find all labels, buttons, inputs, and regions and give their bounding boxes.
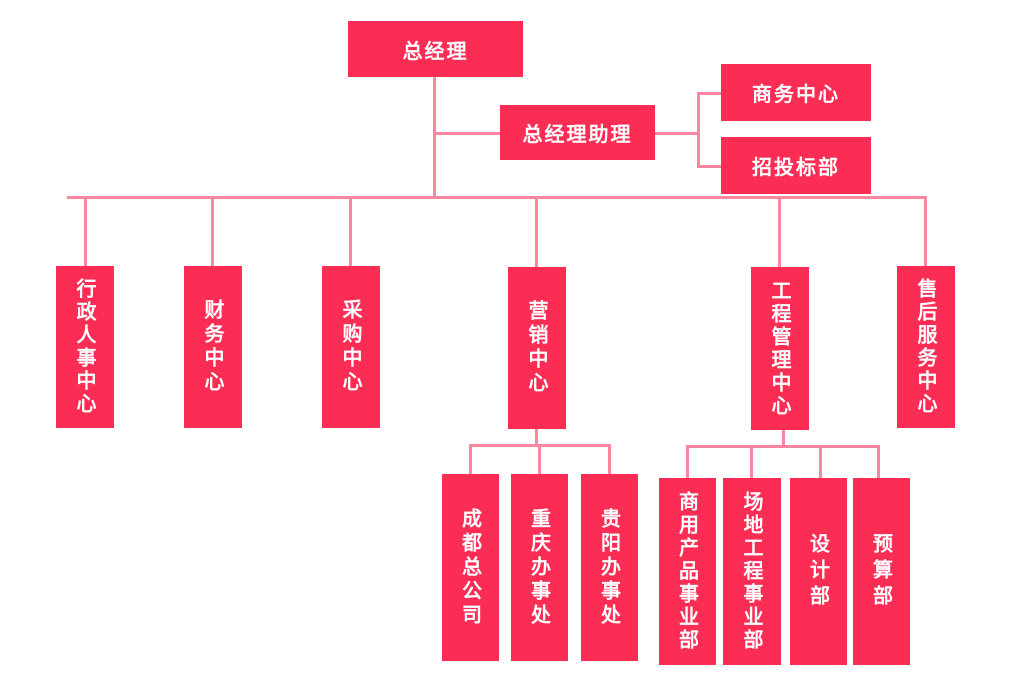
- node-guiyang-office[interactable]: 贵阳办事处: [581, 474, 638, 661]
- node-general-manager[interactable]: 总经理: [348, 21, 523, 77]
- node-business-center-label: 商务中心: [752, 82, 840, 106]
- connector-drop-design: [819, 445, 822, 478]
- connector-riser-marketing: [535, 429, 538, 447]
- node-commercial-products-div-label: 商用产品事业部: [675, 491, 700, 652]
- node-site-engineering-div[interactable]: 场地工程事业部: [723, 478, 781, 665]
- node-design-dept-label: 设计部: [806, 532, 831, 611]
- node-general-manager-label: 总经理: [402, 38, 469, 63]
- connector-drop-procurement: [349, 196, 352, 266]
- connector-riser-engineering: [782, 430, 785, 448]
- node-gm-assistant[interactable]: 总经理助理: [500, 105, 655, 160]
- node-marketing-center-label: 营销中心: [525, 300, 549, 396]
- connector-drop-admin-hr: [84, 196, 87, 266]
- node-commercial-products-div[interactable]: 商用产品事业部: [659, 478, 716, 665]
- connector-drop-commercial-products: [686, 445, 689, 478]
- connector-stub-business-center: [697, 92, 721, 95]
- connector-drop-site-engineering: [750, 445, 753, 478]
- node-site-engineering-div-label: 场地工程事业部: [740, 491, 764, 652]
- node-chengdu-head-office[interactable]: 成都总公司: [442, 474, 499, 661]
- node-engineering-mgmt-center-label: 工程管理中心: [768, 279, 792, 418]
- connector-stub-bidding-dept: [697, 165, 721, 168]
- node-marketing-center[interactable]: 营销中心: [508, 267, 566, 429]
- node-procurement-center[interactable]: 采购中心: [322, 266, 380, 428]
- node-engineering-mgmt-center[interactable]: 工程管理中心: [751, 267, 809, 430]
- node-after-sales-center[interactable]: 售后服务中心: [897, 266, 955, 428]
- node-chongqing-office-label: 重庆办事处: [527, 507, 552, 628]
- node-design-dept[interactable]: 设计部: [790, 478, 847, 665]
- connector-drop-chengdu: [469, 444, 472, 474]
- connector-drop-finance: [211, 196, 214, 266]
- node-chongqing-office[interactable]: 重庆办事处: [511, 474, 568, 661]
- connector-gm-assistant: [433, 132, 500, 135]
- node-admin-hr-center[interactable]: 行政人事中心: [56, 266, 114, 428]
- connector-bracket-vertical: [697, 92, 700, 168]
- node-bidding-dept[interactable]: 招投标部: [721, 137, 871, 194]
- node-finance-center[interactable]: 财务中心: [184, 266, 242, 428]
- connector-drop-budget: [877, 445, 880, 478]
- connector-assistant-bracket: [655, 132, 700, 135]
- node-after-sales-center-label: 售后服务中心: [914, 278, 938, 416]
- node-guiyang-office-label: 贵阳办事处: [597, 507, 622, 628]
- connector-drop-chongqing: [538, 444, 541, 474]
- connector-drop-engineering: [778, 196, 781, 267]
- node-business-center[interactable]: 商务中心: [721, 64, 871, 121]
- connector-drop-after-sales: [924, 196, 927, 266]
- node-budget-dept[interactable]: 预算部: [853, 478, 910, 665]
- node-chengdu-head-office-label: 成都总公司: [458, 507, 483, 628]
- connector-drop-marketing: [535, 196, 538, 267]
- node-finance-center-label: 财务中心: [201, 299, 225, 395]
- connector-main-rail: [67, 196, 927, 199]
- node-gm-assistant-label: 总经理助理: [522, 122, 633, 146]
- node-budget-dept-label: 预算部: [869, 532, 894, 611]
- connector-rail-engineering-children: [686, 445, 879, 448]
- node-admin-hr-center-label: 行政人事中心: [73, 278, 97, 416]
- node-procurement-center-label: 采购中心: [339, 299, 363, 395]
- connector-drop-guiyang: [608, 444, 611, 474]
- node-bidding-dept-label: 招投标部: [752, 155, 840, 179]
- connector-gm-trunk: [433, 77, 436, 199]
